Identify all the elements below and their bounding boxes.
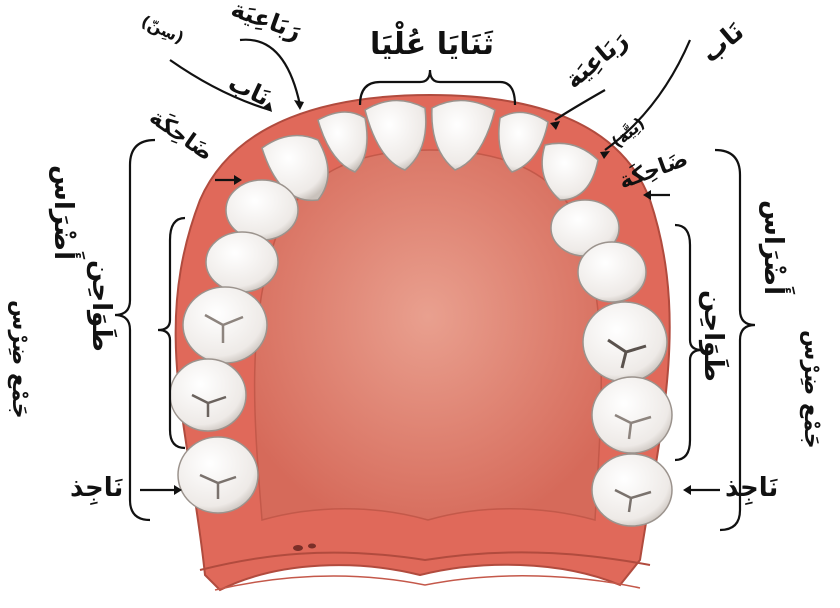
tooth-molar-right-3 bbox=[592, 454, 672, 526]
mucosa-dot bbox=[293, 545, 303, 551]
label-wisdom-left: نَاجِذ bbox=[70, 475, 123, 501]
tooth-molar-left-3 bbox=[178, 437, 258, 513]
label-molars-right: طَوَاحِن bbox=[700, 290, 726, 382]
mucosa-fold-2 bbox=[215, 576, 640, 590]
tooth-premolar-left-1 bbox=[226, 180, 298, 240]
mucosa-dot bbox=[308, 544, 316, 549]
tooth-molar-left-2 bbox=[170, 359, 246, 431]
label-group-right-sub: جَمْع ضِرْس bbox=[800, 330, 822, 449]
label-group-left: أَضْرَاس bbox=[50, 165, 76, 260]
tooth-molar-right-2 bbox=[592, 377, 672, 453]
label-group-left-sub: جَمْع ضِرْس bbox=[8, 300, 30, 419]
palate bbox=[255, 150, 602, 520]
label-wisdom-right: نَاجِذ bbox=[725, 475, 778, 501]
tooth-molar-right-1 bbox=[583, 302, 667, 382]
tooth-premolar-left-2 bbox=[206, 232, 278, 292]
tooth-premolar-right-2 bbox=[578, 242, 646, 302]
group-bracket-left bbox=[115, 140, 155, 520]
label-upper-incisors: ثَنَايَا عُلْيَا bbox=[370, 30, 494, 60]
label-molars-left: طَوَاحِن bbox=[88, 260, 114, 352]
label-group-right: أَضْرَاس bbox=[760, 200, 786, 295]
leader-lateral-right bbox=[555, 90, 605, 120]
